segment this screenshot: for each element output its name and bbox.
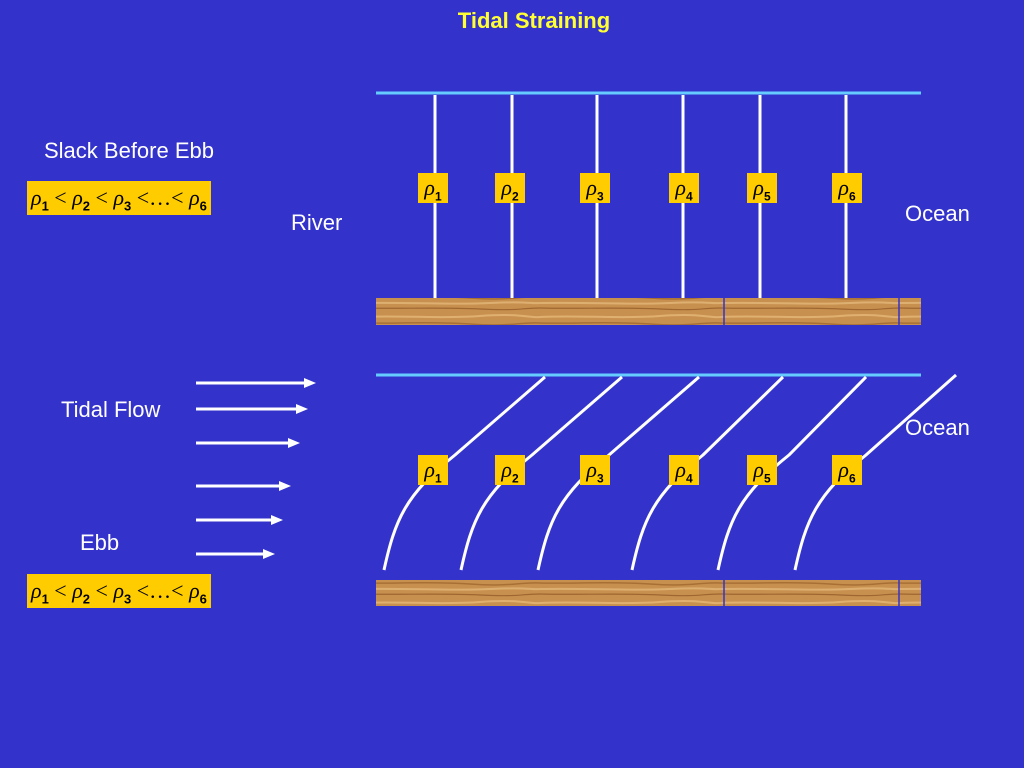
tidal-flow-arrows: [196, 378, 316, 559]
bottom-rho-4: ρ4: [669, 455, 699, 485]
top-rho-3: ρ3: [580, 173, 610, 203]
top-density-inequality: ρ1 < ρ2 < ρ3 <…< ρ6: [27, 181, 211, 215]
flow-arrow-1: [196, 378, 316, 388]
top-rho-6: ρ6: [832, 173, 862, 203]
top-seabed: [376, 298, 921, 325]
bottom-isopycnals: [382, 373, 957, 571]
bottom-isopycnal-5: [716, 375, 868, 571]
flow-arrow-2: [196, 404, 308, 414]
bottom-isopycnal-2: [459, 375, 623, 571]
bottom-density-inequality: ρ1 < ρ2 < ρ3 <…< ρ6: [27, 574, 211, 608]
top-rho-1: ρ1: [418, 173, 448, 203]
bottom-seabed: [376, 580, 921, 606]
flow-arrow-5: [196, 515, 283, 525]
bottom-rho-2: ρ2: [495, 455, 525, 485]
top-rho-5: ρ5: [747, 173, 777, 203]
bottom-isopycnal-6: [793, 373, 957, 571]
slide-title: Tidal Straining: [457, 8, 611, 33]
river-label: River: [291, 210, 343, 235]
slack-before-ebb-label: Slack Before Ebb: [44, 138, 214, 163]
bottom-rho-6: ρ6: [832, 455, 862, 485]
ebb-label: Ebb: [80, 530, 120, 555]
flow-arrow-6: [196, 549, 275, 559]
top-ocean-label: Ocean: [905, 201, 970, 226]
flow-arrow-4: [196, 481, 291, 491]
flow-arrow-3: [196, 438, 300, 448]
top-rho-2: ρ2: [495, 173, 525, 203]
bottom-rho-3: ρ3: [580, 455, 610, 485]
bottom-isopycnal-1: [382, 375, 546, 571]
bottom-rho-1: ρ1: [418, 455, 448, 485]
tidal-flow-label: Tidal Flow: [61, 397, 161, 422]
top-rho-4: ρ4: [669, 173, 699, 203]
bottom-ocean-label: Ocean: [905, 415, 970, 440]
bottom-rho-5: ρ5: [747, 455, 777, 485]
